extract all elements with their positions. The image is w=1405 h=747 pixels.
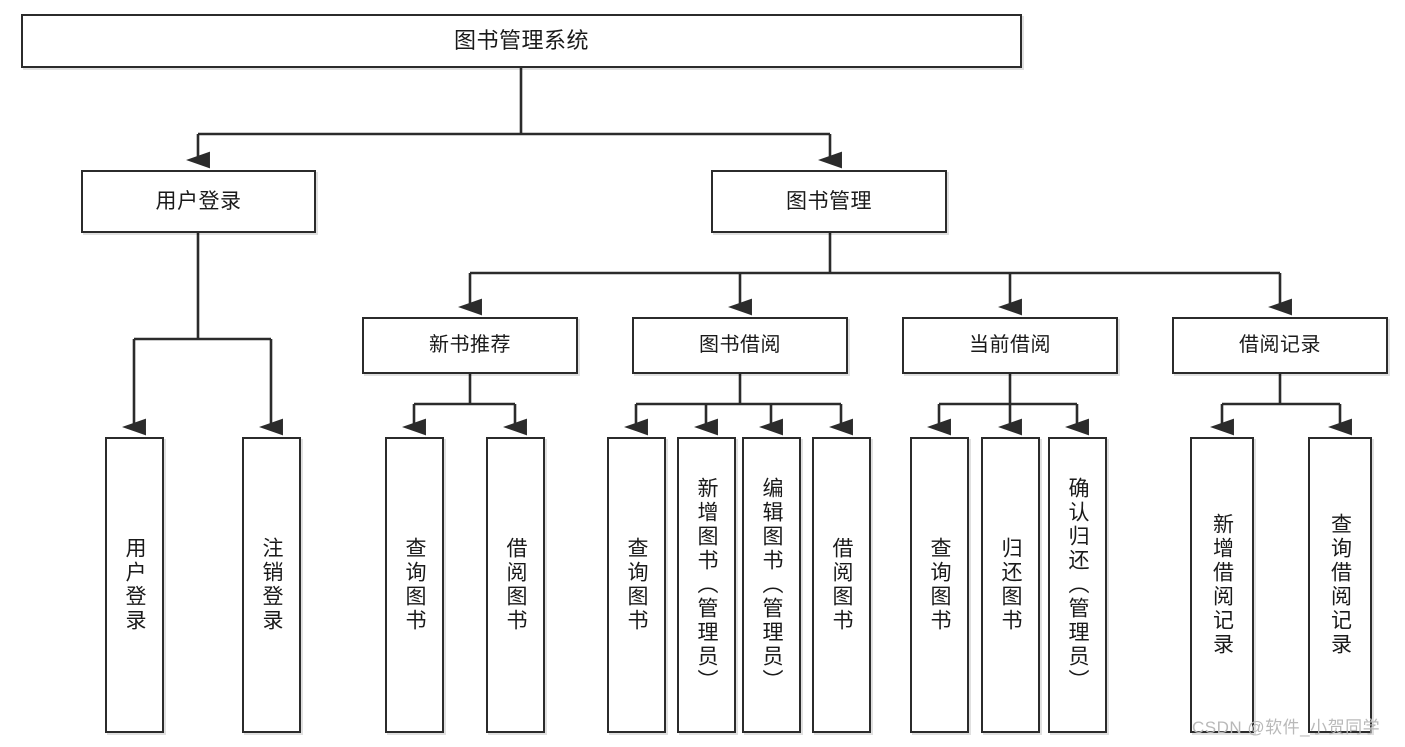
node-label: 查询图书 [403,537,426,633]
node-new-book-recommend[interactable]: 新书推荐 [362,317,578,374]
node-user-login[interactable]: 用户登录 [81,170,316,233]
node-current-borrow[interactable]: 当前借阅 [902,317,1118,374]
node-root[interactable]: 图书管理系统 [21,14,1022,68]
node-label: 查询借阅记录 [1328,513,1352,657]
leaf-node-borrow-book-2[interactable]: 借阅图书 [812,437,871,733]
leaf-node-query-book-2[interactable]: 查询图书 [607,437,666,733]
leaf-node-add-borrow-record[interactable]: 新增借阅记录 [1190,437,1254,733]
leaf-node-return-book[interactable]: 归还图书 [981,437,1040,733]
leaf-node-user-login[interactable]: 用户登录 [105,437,164,733]
leaf-node-logout[interactable]: 注销登录 [242,437,301,733]
node-label: 注销登录 [260,537,283,633]
node-label: 图书借阅 [699,334,781,357]
node-label: 查询图书 [928,537,951,633]
leaf-node-confirm-return-admin[interactable]: 确认归还（管理员） [1048,437,1107,733]
leaf-node-query-book-1[interactable]: 查询图书 [385,437,444,733]
node-label: 新增借阅记录 [1210,513,1234,657]
leaf-node-query-book-3[interactable]: 查询图书 [910,437,969,733]
node-label: 图书管理 [786,189,872,213]
leaf-node-edit-book-admin[interactable]: 编辑图书（管理员） [742,437,801,733]
node-label: 借阅记录 [1239,334,1321,357]
leaf-node-query-borrow-record[interactable]: 查询借阅记录 [1308,437,1372,733]
node-label: 新增图书（管理员） [695,477,718,693]
node-label: 借阅图书 [830,537,853,633]
node-label: 图书管理系统 [453,27,589,53]
node-label: 编辑图书（管理员） [760,477,783,693]
node-label: 用户登录 [123,537,146,633]
node-borrow-records[interactable]: 借阅记录 [1172,317,1388,374]
node-label: 确认归还（管理员） [1066,477,1089,693]
leaf-node-add-book-admin[interactable]: 新增图书（管理员） [677,437,736,733]
node-book-borrow[interactable]: 图书借阅 [632,317,848,374]
node-label: 查询图书 [625,537,648,633]
leaf-node-borrow-book-1[interactable]: 借阅图书 [486,437,545,733]
node-label: 归还图书 [999,537,1022,633]
node-label: 借阅图书 [504,537,527,633]
node-label: 当前借阅 [969,334,1051,357]
node-label: 用户登录 [155,189,242,213]
node-label: 新书推荐 [429,334,511,357]
node-book-management[interactable]: 图书管理 [711,170,947,233]
